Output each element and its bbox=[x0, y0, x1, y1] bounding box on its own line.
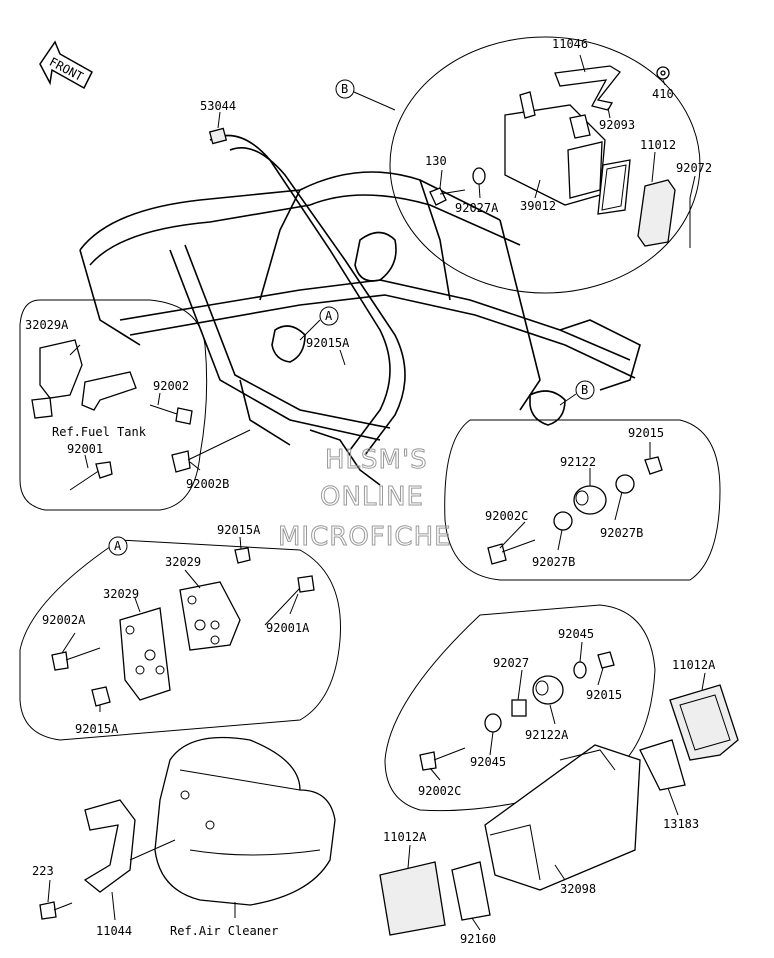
label-32098: 32098 bbox=[560, 882, 596, 896]
part-92027A-washer bbox=[472, 167, 486, 185]
label-39012: 39012 bbox=[520, 199, 556, 213]
label-92002A: 92002A bbox=[42, 613, 86, 627]
label-92015-b: 92015 bbox=[586, 688, 622, 702]
label-92002: 92002 bbox=[153, 379, 189, 393]
label-53044: 53044 bbox=[200, 99, 236, 113]
label-92072: 92072 bbox=[676, 161, 712, 175]
callout-a-group: A bbox=[108, 536, 128, 556]
label-92160: 92160 bbox=[460, 932, 496, 946]
group-a-outline bbox=[19, 539, 341, 741]
label-11046: 11046 bbox=[552, 37, 588, 51]
label-11012A-a: 11012A bbox=[672, 658, 716, 672]
group-rear-mount-outline bbox=[384, 604, 656, 812]
svg-text:A: A bbox=[114, 539, 122, 553]
part-32029-plate-a bbox=[119, 607, 171, 701]
label-92045-a: 92045 bbox=[558, 627, 594, 641]
part-92160-gasket bbox=[451, 861, 491, 921]
part-92002B-long-bolt bbox=[171, 429, 251, 473]
part-92045-washer-a bbox=[573, 661, 587, 679]
watermark-line-3: MICROFICHE bbox=[278, 522, 452, 552]
part-53044-pad bbox=[208, 127, 228, 145]
label-92001A: 92001A bbox=[266, 621, 310, 635]
part-11046-bracket bbox=[554, 65, 621, 111]
part-32098-duct bbox=[484, 744, 641, 891]
part-13183-gasket bbox=[639, 739, 686, 791]
leader-lines bbox=[47, 54, 706, 931]
part-92027-collar bbox=[511, 699, 527, 717]
label-92002B: 92002B bbox=[186, 477, 229, 491]
label-92027A: 92027A bbox=[455, 201, 499, 215]
callout-b-frame: B bbox=[559, 380, 595, 406]
part-39012-box bbox=[504, 91, 606, 206]
group-right-mount-outline bbox=[444, 419, 721, 581]
part-11044-bracket bbox=[83, 799, 136, 893]
label-223: 223 bbox=[32, 864, 54, 878]
label-11044: 11044 bbox=[96, 924, 132, 938]
label-92093: 92093 bbox=[599, 118, 635, 132]
part-130-bolt bbox=[429, 187, 466, 206]
part-92002A-bolt bbox=[51, 647, 101, 671]
label-92015A-a: 92015A bbox=[217, 523, 261, 537]
svg-text:B: B bbox=[581, 383, 588, 397]
label-410: 410 bbox=[652, 87, 674, 101]
watermark-line-1: HLSM'S bbox=[325, 445, 428, 475]
part-92002-bolt bbox=[149, 404, 193, 425]
label-92002C-bottom: 92002C bbox=[418, 784, 461, 798]
label-130: 130 bbox=[425, 154, 447, 168]
svg-text:B: B bbox=[341, 82, 348, 96]
group-b-outline bbox=[389, 36, 701, 294]
watermark-line-2: ONLINE bbox=[320, 482, 424, 512]
label-92122A: 92122A bbox=[525, 728, 569, 742]
callout-b-top: B bbox=[335, 79, 396, 111]
part-32029A-bracket bbox=[31, 339, 137, 419]
part-11012-filter bbox=[637, 179, 676, 247]
watermark: HLSM'S ONLINE MICROFICHE bbox=[278, 445, 452, 553]
front-arrow-icon: FRONT bbox=[39, 40, 93, 90]
label-92122: 92122 bbox=[560, 455, 596, 469]
label-32029A: 32029A bbox=[25, 318, 69, 332]
part-92093-gasket bbox=[597, 159, 631, 215]
label-92015A-b: 92015A bbox=[75, 722, 119, 736]
label-32029-b: 32029 bbox=[103, 587, 139, 601]
label-ref-fuel-tank: Ref.Fuel Tank bbox=[52, 425, 147, 439]
air-cleaner-cover bbox=[154, 736, 336, 906]
label-ref-air-cleaner: Ref.Air Cleaner bbox=[170, 924, 278, 938]
label-92001: 92001 bbox=[67, 442, 103, 456]
label-92015A-top: 92015A bbox=[306, 336, 350, 350]
part-92001A-bolt bbox=[264, 575, 315, 626]
label-32029-a: 32029 bbox=[165, 555, 201, 569]
part-410-washer bbox=[656, 66, 670, 80]
part-11012A-filter-left bbox=[379, 861, 446, 936]
label-92045-b: 92045 bbox=[470, 755, 506, 769]
part-92002C-bolt-rear bbox=[419, 747, 466, 771]
label-13183: 13183 bbox=[663, 817, 699, 831]
part-92001-bolt bbox=[69, 461, 113, 491]
part-labels: 11046 410 92093 11012 92072 130 39012 92… bbox=[25, 37, 716, 946]
part-92015-nut bbox=[644, 456, 663, 475]
part-92015A-nut-a bbox=[234, 547, 251, 564]
part-223-bolt bbox=[39, 901, 73, 920]
label-92027: 92027 bbox=[493, 656, 529, 670]
svg-text:A: A bbox=[325, 309, 333, 323]
callout-a-frame: A bbox=[299, 306, 339, 341]
label-11012: 11012 bbox=[640, 138, 676, 152]
main-frame bbox=[79, 134, 641, 486]
part-92015A-nut-b bbox=[91, 686, 111, 707]
label-11012A-b: 11012A bbox=[383, 830, 427, 844]
part-32029-plate-b bbox=[179, 581, 241, 651]
label-92027B-b: 92027B bbox=[532, 555, 575, 569]
part-92002C-bolt-right bbox=[487, 539, 536, 565]
label-92015-right: 92015 bbox=[628, 426, 664, 440]
part-92027B-collar-b bbox=[553, 511, 573, 531]
label-92027B-a: 92027B bbox=[600, 526, 643, 540]
label-92002C-right: 92002C bbox=[485, 509, 528, 523]
part-92045-washer-b bbox=[484, 713, 502, 733]
part-92015-nut-b bbox=[597, 651, 615, 669]
part-92027B-collar-a bbox=[615, 474, 635, 494]
part-92122-bushing bbox=[573, 485, 607, 515]
part-92122A-bushing bbox=[532, 675, 564, 705]
part-11012A-filter-right bbox=[669, 684, 739, 761]
